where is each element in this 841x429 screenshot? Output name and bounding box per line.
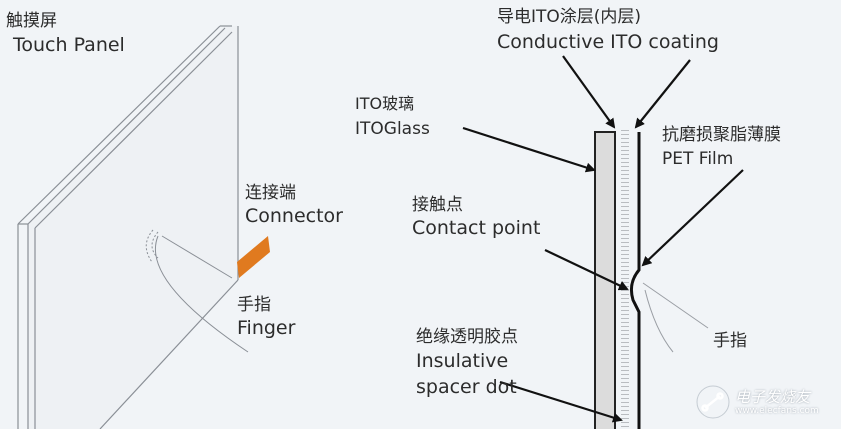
finger-label-en: Finger — [237, 317, 296, 339]
contact-point-label-zh: 接触点 — [412, 195, 463, 215]
ito-coating-label-zh: 导电ITO涂层(内层) — [497, 7, 642, 27]
watermark-name: 电子发烧友 — [735, 388, 811, 406]
touch-panel-drawing — [17, 25, 239, 429]
watermark-url: www.elecfans.com — [735, 406, 819, 416]
connector-label-en: Connector — [245, 205, 343, 227]
finger-outline-right — [642, 282, 709, 353]
pet-film-label-en: PET Film — [662, 149, 734, 169]
spacer-label-zh: 绝缘透明胶点 — [416, 327, 518, 347]
finger-label-zh: 手指 — [237, 295, 271, 315]
spacer-label-en-2: spacer dot — [416, 376, 517, 398]
ito-glass-layer — [594, 131, 616, 429]
touch-panel-label-en: Touch Panel — [13, 34, 125, 56]
arrows — [462, 55, 744, 423]
connector-tab — [237, 236, 270, 278]
pet-film-label-zh: 抗磨损聚脂薄膜 — [662, 125, 781, 145]
contact-point-label-en: Contact point — [412, 217, 541, 239]
finger-outline-left — [145, 229, 249, 353]
connector-label-zh: 连接端 — [245, 183, 296, 203]
touch-panel-label-zh: 触摸屏 — [6, 11, 57, 31]
ito-glass-label-en: ITOGlass — [355, 119, 430, 139]
finger-label-right: 手指 — [713, 331, 747, 351]
ito-coating-label-en: Conductive ITO coating — [497, 31, 719, 53]
spacer-label-en-1: Insulative — [416, 350, 509, 372]
ito-glass-label-zh: ITO玻璃 — [355, 94, 415, 113]
pet-film-layer — [630, 132, 641, 429]
watermark-logo — [696, 385, 730, 419]
